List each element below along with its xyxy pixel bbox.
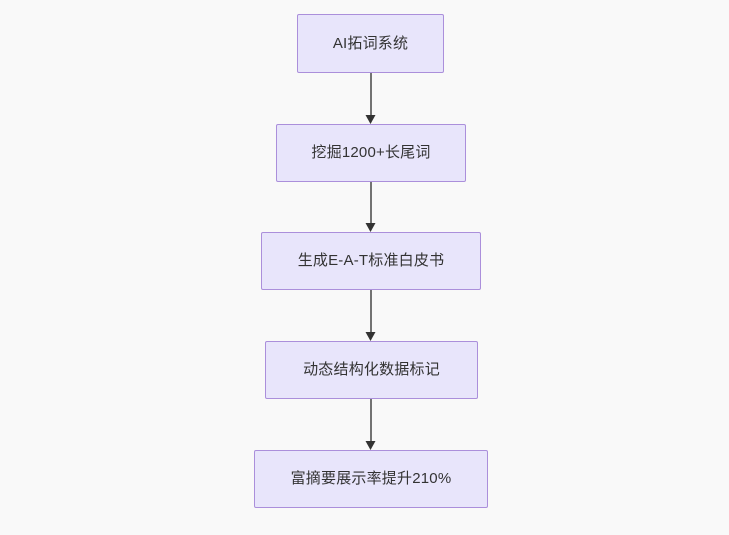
flowchart-node-ai-keyword-system[interactable]: AI拓词系统 — [297, 14, 444, 73]
flowchart-node-label: 挖掘1200+长尾词 — [311, 144, 431, 161]
edge-line — [369, 182, 372, 223]
arrow-down-icon — [365, 441, 375, 450]
flowchart-node-rich-snippet-impression-lift[interactable]: 富摘要展示率提升210% — [254, 450, 488, 508]
flowchart-node-mine-longtail-keywords[interactable]: 挖掘1200+长尾词 — [276, 124, 466, 182]
edge-line — [369, 73, 372, 115]
edge-line — [369, 290, 372, 332]
arrow-down-icon — [365, 223, 375, 232]
flowchart-node-dynamic-structured-data-markup[interactable]: 动态结构化数据标记 — [265, 341, 478, 399]
edge-line — [369, 399, 372, 441]
flowchart-node-label: 生成E-A-T标准白皮书 — [297, 252, 445, 269]
flowchart-node-label: 富摘要展示率提升210% — [290, 470, 452, 487]
flowchart-node-label: AI拓词系统 — [332, 34, 409, 52]
flowchart-node-generate-eat-whitepaper[interactable]: 生成E-A-T标准白皮书 — [261, 232, 481, 290]
arrow-down-icon — [365, 115, 375, 124]
flowchart-node-label: 动态结构化数据标记 — [303, 361, 440, 378]
arrow-down-icon — [365, 332, 375, 341]
